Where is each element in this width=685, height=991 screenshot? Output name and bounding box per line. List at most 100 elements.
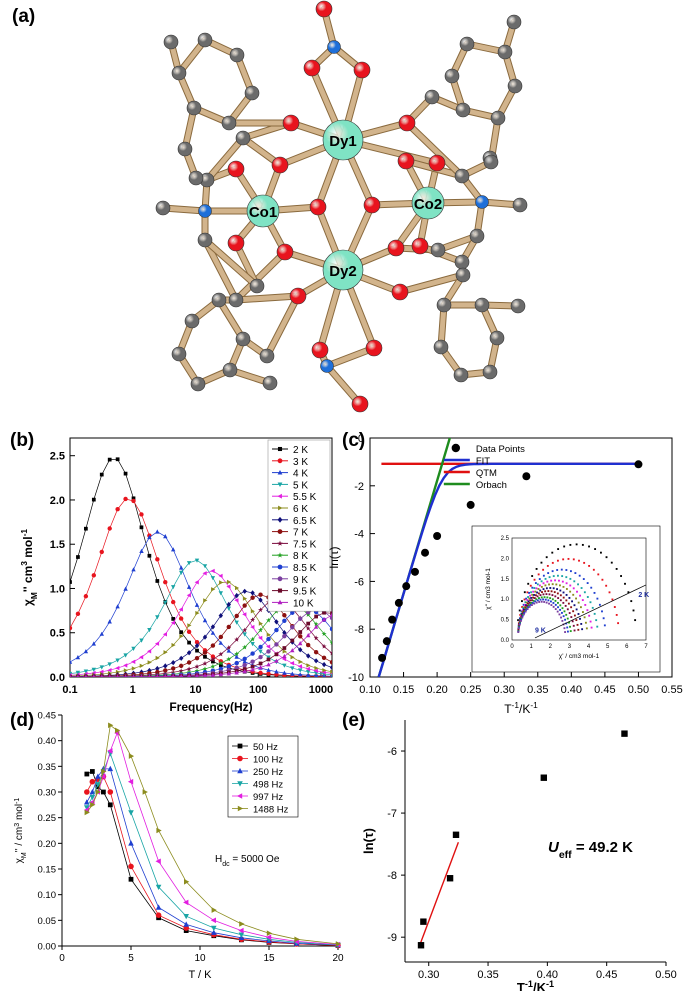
data-point [298,605,303,611]
data-point [184,879,190,885]
data-point [250,667,255,672]
inset-point [547,590,550,592]
inset-point [586,596,589,598]
inset-point [547,599,550,602]
data-point [138,672,144,677]
data-point [163,668,168,673]
data-point [83,674,89,677]
inset-point [520,619,522,622]
inset-point [620,575,622,577]
carbon-atom [433,339,449,355]
data-point [210,668,216,673]
oxygen-atom [391,283,409,301]
data-point [242,669,247,674]
data-point [178,670,184,676]
inset-point [556,569,559,571]
data-point [91,674,97,677]
inset-point [582,578,585,580]
inset-point [577,601,580,604]
inset-point [551,583,554,586]
data-point [202,650,208,655]
data-point [179,673,183,677]
inset-point [525,608,528,611]
inset-point [526,599,529,602]
inset-point [553,591,556,594]
data-point [147,674,152,677]
series-line [70,598,332,677]
data-point [131,496,136,501]
series-line [86,776,339,946]
x-tick-label: 0.30 [418,969,439,981]
data-point [202,673,208,677]
y-tick-label: 0.0 [50,672,65,684]
data-point [282,653,287,659]
data-point [154,672,160,677]
data-point [382,637,391,646]
data-point [238,932,245,938]
data-point [250,595,255,600]
data-point [156,827,162,834]
data-point [171,673,176,677]
data-point [75,670,81,675]
data-point [329,664,332,671]
legend-box [227,735,299,818]
inset-x-label: χ' / cm3 mol-1 [559,653,600,660]
oxygen-atom [387,239,405,257]
data-point [107,673,112,677]
inset-point [586,609,589,612]
data-point [329,660,332,665]
inset-point [627,591,630,594]
data-point [114,730,120,736]
y-tick-label: 0.05 [38,916,57,927]
inset-point [581,628,584,631]
panel-label-b: (b) [10,430,35,451]
data-point [402,582,411,591]
data-point [258,597,263,603]
inset-point [581,543,584,546]
inset-point [519,620,522,623]
plot-frame [369,437,673,678]
inset-point [530,596,533,599]
data-point [335,941,342,947]
data-point [147,674,152,677]
data-point [250,669,255,674]
inset-point [529,584,532,587]
data-point [92,672,97,677]
legend-label: 50 Hz [253,742,278,753]
inset-point [552,602,555,604]
data-point [250,659,255,664]
data-point [155,615,160,620]
inset-point [630,600,633,603]
data-point [89,794,96,801]
data-point [186,584,192,589]
legend-label: QTM [476,468,497,479]
data-point [226,667,231,673]
inset-point [624,582,626,585]
series-line [70,581,332,677]
x-tick-label: 0.35 [527,684,548,696]
inset-point [568,596,571,599]
data-point [226,671,231,676]
data-point [70,673,73,677]
data-point [265,934,272,941]
carbon-atom [510,298,526,314]
data-point [234,637,240,642]
data-point [155,912,162,918]
data-point [91,641,96,646]
data-point [234,665,239,671]
inset-point [538,601,541,603]
data-point [84,771,90,777]
series-line [70,590,332,677]
data-point [282,672,287,677]
data-point [186,650,192,656]
inset-point [540,585,543,588]
inset-point [556,588,558,591]
data-point [107,751,114,757]
data-point [131,672,136,677]
data-point [306,663,311,668]
inset-point [572,593,575,596]
data-point [313,668,318,673]
data-point [313,624,319,629]
